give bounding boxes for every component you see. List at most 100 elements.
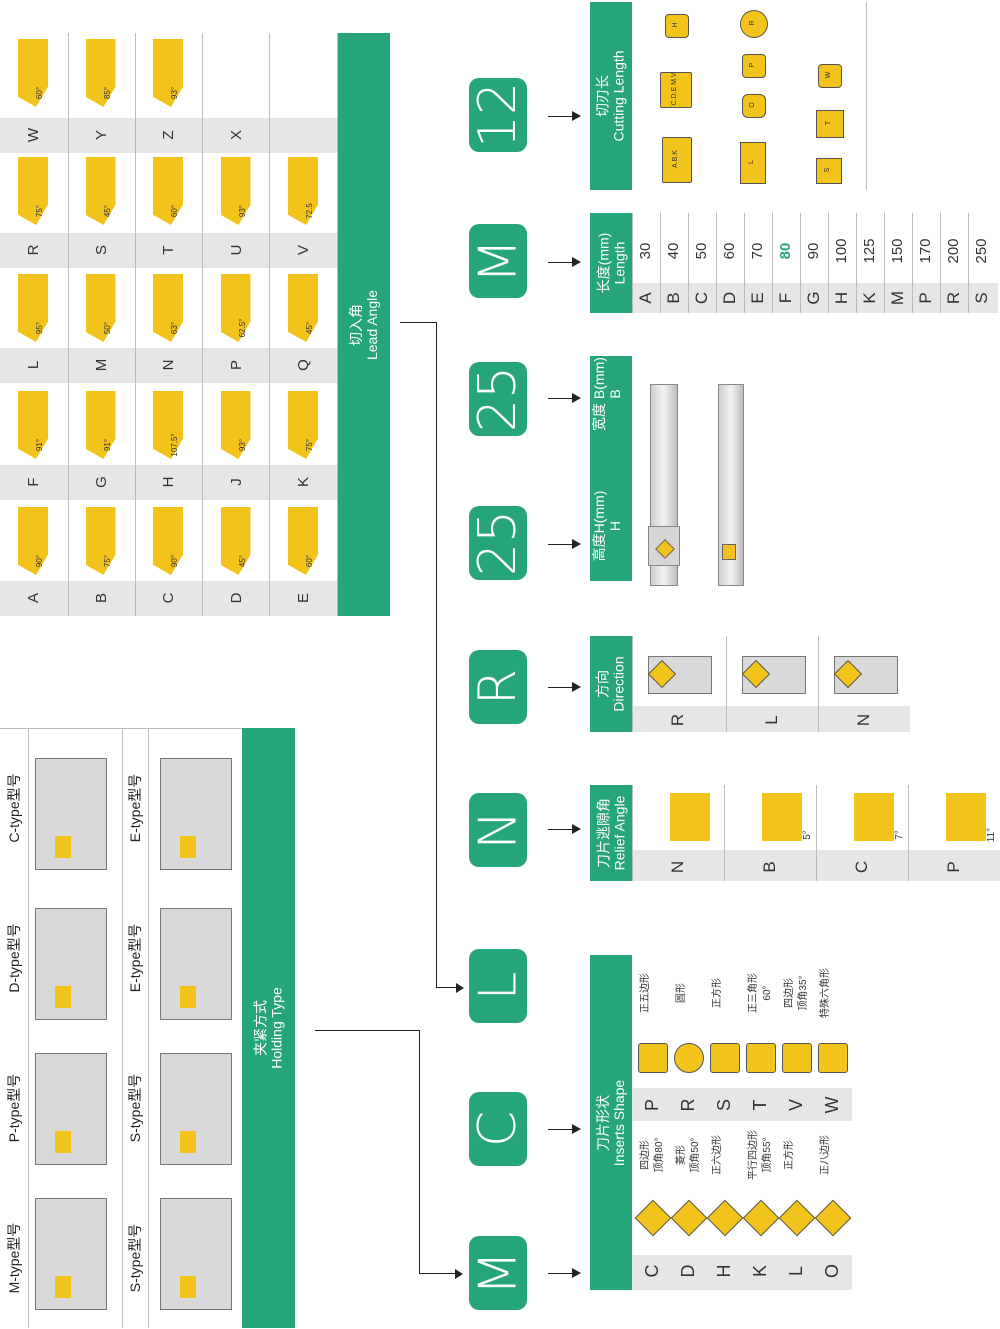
- holding-type-label: C-type型号: [6, 773, 22, 843]
- divider: [726, 636, 727, 732]
- insert-shape-icon: [670, 1199, 708, 1237]
- arrow: [548, 262, 574, 263]
- length-value: 60: [721, 242, 738, 260]
- cutting-shape-icon: [742, 54, 766, 78]
- divider: [688, 213, 689, 313]
- direction-title-cn: 方向: [595, 670, 611, 698]
- cutting-shape-icon: [818, 64, 842, 88]
- cutting-title-cn: 切刃长: [595, 75, 612, 118]
- relief-angle-label: 7°: [894, 830, 905, 840]
- code-box-height: 25: [468, 506, 528, 580]
- height-title: 高度H(mm)H: [591, 490, 623, 562]
- insert-shape-icon: [706, 1199, 744, 1237]
- angle-label: 107.5°: [170, 433, 179, 457]
- holding-drawing: [35, 758, 107, 870]
- relief-angle-label: 5°: [802, 830, 813, 840]
- holding-type-label: P-type型号: [6, 1073, 22, 1143]
- code-text: C: [468, 1110, 528, 1148]
- cutting-shape-label: A.B.K: [672, 150, 679, 168]
- angle-label: 75°: [305, 438, 314, 452]
- inserts-title-cn: 刀片形状: [595, 1094, 612, 1151]
- holding-type-label: E-type型号: [127, 773, 143, 843]
- arrow: [548, 1129, 574, 1130]
- divider: [968, 213, 969, 313]
- cutting-shape-icon: [740, 142, 766, 184]
- insert-desc: 顶角35°: [798, 975, 809, 1011]
- holding-drawing: [160, 1198, 232, 1310]
- cutting-shape-label: S: [824, 167, 831, 173]
- code-box-width: 25: [468, 362, 529, 436]
- cutting-shape-icon: [662, 137, 692, 183]
- cutting-shape-icon: [660, 72, 692, 108]
- divider: [660, 213, 661, 313]
- holding-drawing: [160, 908, 232, 1020]
- length-value: 90: [805, 242, 822, 260]
- length-value: 125: [861, 238, 878, 264]
- relief-insert-drawing: [946, 793, 986, 841]
- holding-type-label: M-type型号: [6, 1222, 22, 1294]
- width-title: 宽度 B(mm)B: [591, 357, 623, 431]
- code-text: L: [467, 971, 528, 1001]
- insert-drawing: [55, 1276, 71, 1298]
- cutting-title-en: Cutting Length: [611, 50, 628, 142]
- arrow: [548, 1273, 574, 1274]
- divider: [744, 213, 745, 313]
- divider: [772, 213, 773, 313]
- insert-drawing: [55, 986, 71, 1008]
- divider: [632, 785, 633, 881]
- angle-label: 63°: [170, 321, 179, 335]
- code-text: R: [467, 668, 528, 706]
- angle-label: 45°: [305, 321, 314, 335]
- code-box-lead-angle: L: [467, 949, 528, 1023]
- insert-desc: 圆形: [676, 983, 687, 1003]
- holding-drawing: [35, 1053, 107, 1165]
- divider: [816, 785, 817, 881]
- insert-shape-icon: [634, 1199, 672, 1237]
- insert-shape-icon: [778, 1199, 816, 1237]
- insert-code-t: T: [750, 1099, 770, 1111]
- insert-desc: 特殊六角形: [820, 968, 831, 1018]
- divider: [940, 213, 941, 313]
- cutting-shape-icon: [742, 94, 766, 118]
- cutting-shape-icon: [740, 10, 768, 38]
- code-text: 25: [468, 365, 529, 433]
- code-box-length: M: [468, 224, 528, 298]
- angle-label: 91°: [35, 438, 44, 452]
- angle-label: 75°: [35, 204, 44, 218]
- divider: [912, 213, 913, 313]
- holding-drawing: [35, 1198, 107, 1310]
- angle-label: 45°: [102, 204, 112, 218]
- arrow: [548, 116, 574, 117]
- height-width-band: [590, 356, 632, 581]
- direction-code-n: N: [854, 713, 873, 727]
- insert-code-r: R: [678, 1098, 698, 1112]
- angle-label: 75°: [102, 554, 112, 568]
- arrowhead: [572, 1124, 581, 1134]
- angle-label: 62.5°: [237, 318, 247, 338]
- label-band: [0, 118, 337, 153]
- label-band: [0, 581, 337, 616]
- holding-drawing: [160, 758, 232, 870]
- relief-code-n: N: [668, 860, 687, 874]
- length-value: 50: [693, 242, 710, 260]
- length-value: 30: [637, 242, 654, 260]
- length-value: 100: [833, 238, 850, 264]
- lead-angle-title-cn: 切入角: [348, 303, 365, 346]
- insert-code-w: W: [822, 1096, 842, 1114]
- insert-shape-icon: [638, 1043, 668, 1073]
- insert-drawing: [180, 1131, 196, 1153]
- direction-code-r: R: [668, 713, 687, 727]
- insert-code-v: V: [786, 1099, 806, 1112]
- relief-insert-drawing: [762, 793, 802, 841]
- angle-label: 90°: [35, 554, 44, 568]
- length-title-band: 长度(mm)Length: [590, 213, 632, 313]
- arrowhead: [572, 682, 581, 692]
